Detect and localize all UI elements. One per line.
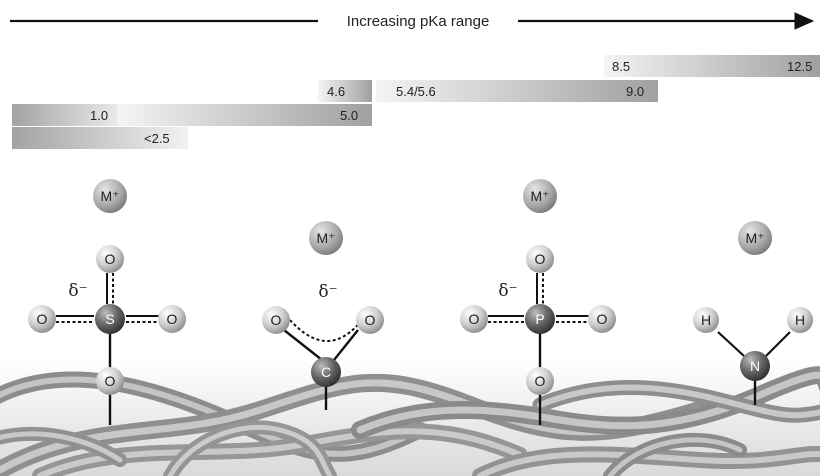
hydrogen-atom-left (693, 307, 719, 333)
oxygen-label: O (37, 311, 48, 327)
carboxylate-group: M⁺ δ⁻ O O C (262, 221, 384, 410)
counter-ion-label: M⁺ (745, 230, 764, 246)
counter-ion-label: M⁺ (316, 230, 335, 246)
counter-ion-label: M⁺ (530, 188, 549, 204)
pka-label-low: <2.5 (144, 131, 170, 146)
oxygen-label: O (597, 311, 608, 327)
partial-charge-label: δ⁻ (498, 281, 517, 301)
sulfonate-group: M⁺ δ⁻ O O O O S (28, 179, 186, 425)
oxygen-atom-top (526, 245, 554, 273)
oxygen-label: O (167, 311, 178, 327)
sulfur-label: S (105, 311, 114, 327)
phosphorus-label: P (535, 311, 544, 327)
counter-ion-atom (523, 179, 557, 213)
counter-ion-atom (738, 221, 772, 255)
oxygen-atom-right (356, 306, 384, 334)
carbon-atom (311, 357, 341, 387)
hydrogen-label: H (701, 312, 711, 328)
pka-label-low: 5.0 (340, 108, 358, 123)
sulfur-atom (95, 304, 125, 334)
oxygen-atom-left (28, 305, 56, 333)
partial-charge-label: δ⁻ (318, 282, 337, 302)
hydrogen-label: H (795, 312, 805, 328)
counter-ion-atom (93, 179, 127, 213)
oxygen-label: O (105, 373, 116, 389)
pka-arrow: Increasing pKa range (10, 12, 815, 30)
partial-charge-label: δ⁻ (68, 281, 87, 301)
pka-bar-phosphate: 5.4/5.6 9.0 (376, 80, 658, 102)
pka-label-high: 9.0 (626, 84, 644, 99)
pka-label-high: 4.6 (327, 84, 345, 99)
pka-label-low: 5.4/5.6 (396, 84, 436, 99)
pka-bars: <2.5 1.0 5.0 4.6 5.4/5.6 9.0 8.5 12.5 (12, 55, 820, 149)
oxygen-label: O (535, 373, 546, 389)
oxygen-atom-top (96, 245, 124, 273)
oxygen-atom-bottom (96, 367, 124, 395)
header-title: Increasing pKa range (347, 13, 490, 30)
polymer-fiber-surface (0, 360, 820, 476)
oxygen-label: O (469, 311, 480, 327)
counter-ion-label: M⁺ (100, 188, 119, 204)
phosphate-group: M⁺ δ⁻ O O O O P (460, 179, 616, 425)
oxygen-atom-right (158, 305, 186, 333)
oxygen-label: O (365, 312, 376, 328)
oxygen-label: O (105, 251, 116, 267)
oxygen-label: O (535, 251, 546, 267)
pka-label-high: 12.5 (787, 59, 812, 74)
phosphorus-atom (525, 304, 555, 334)
pka-bar-amine: 8.5 12.5 (604, 55, 820, 77)
oxygen-atom-left (262, 306, 290, 334)
oxygen-atom-right (588, 305, 616, 333)
oxygen-label: O (271, 312, 282, 328)
oxygen-atom-left (460, 305, 488, 333)
counter-ion-atom (309, 221, 343, 255)
nitrogen-atom (740, 351, 770, 381)
pka-label-high: 1.0 (90, 108, 108, 123)
hydrogen-atom-right (787, 307, 813, 333)
pka-label-low: 8.5 (612, 59, 630, 74)
carbon-label: C (321, 364, 331, 380)
pka-bar-carboxylate: 5.0 4.6 (118, 80, 372, 126)
amine-group: M⁺ H H N (693, 221, 813, 405)
pka-bar-sulfonate: <2.5 1.0 (12, 104, 188, 149)
nitrogen-label: N (750, 358, 760, 374)
oxygen-atom-bottom (526, 367, 554, 395)
